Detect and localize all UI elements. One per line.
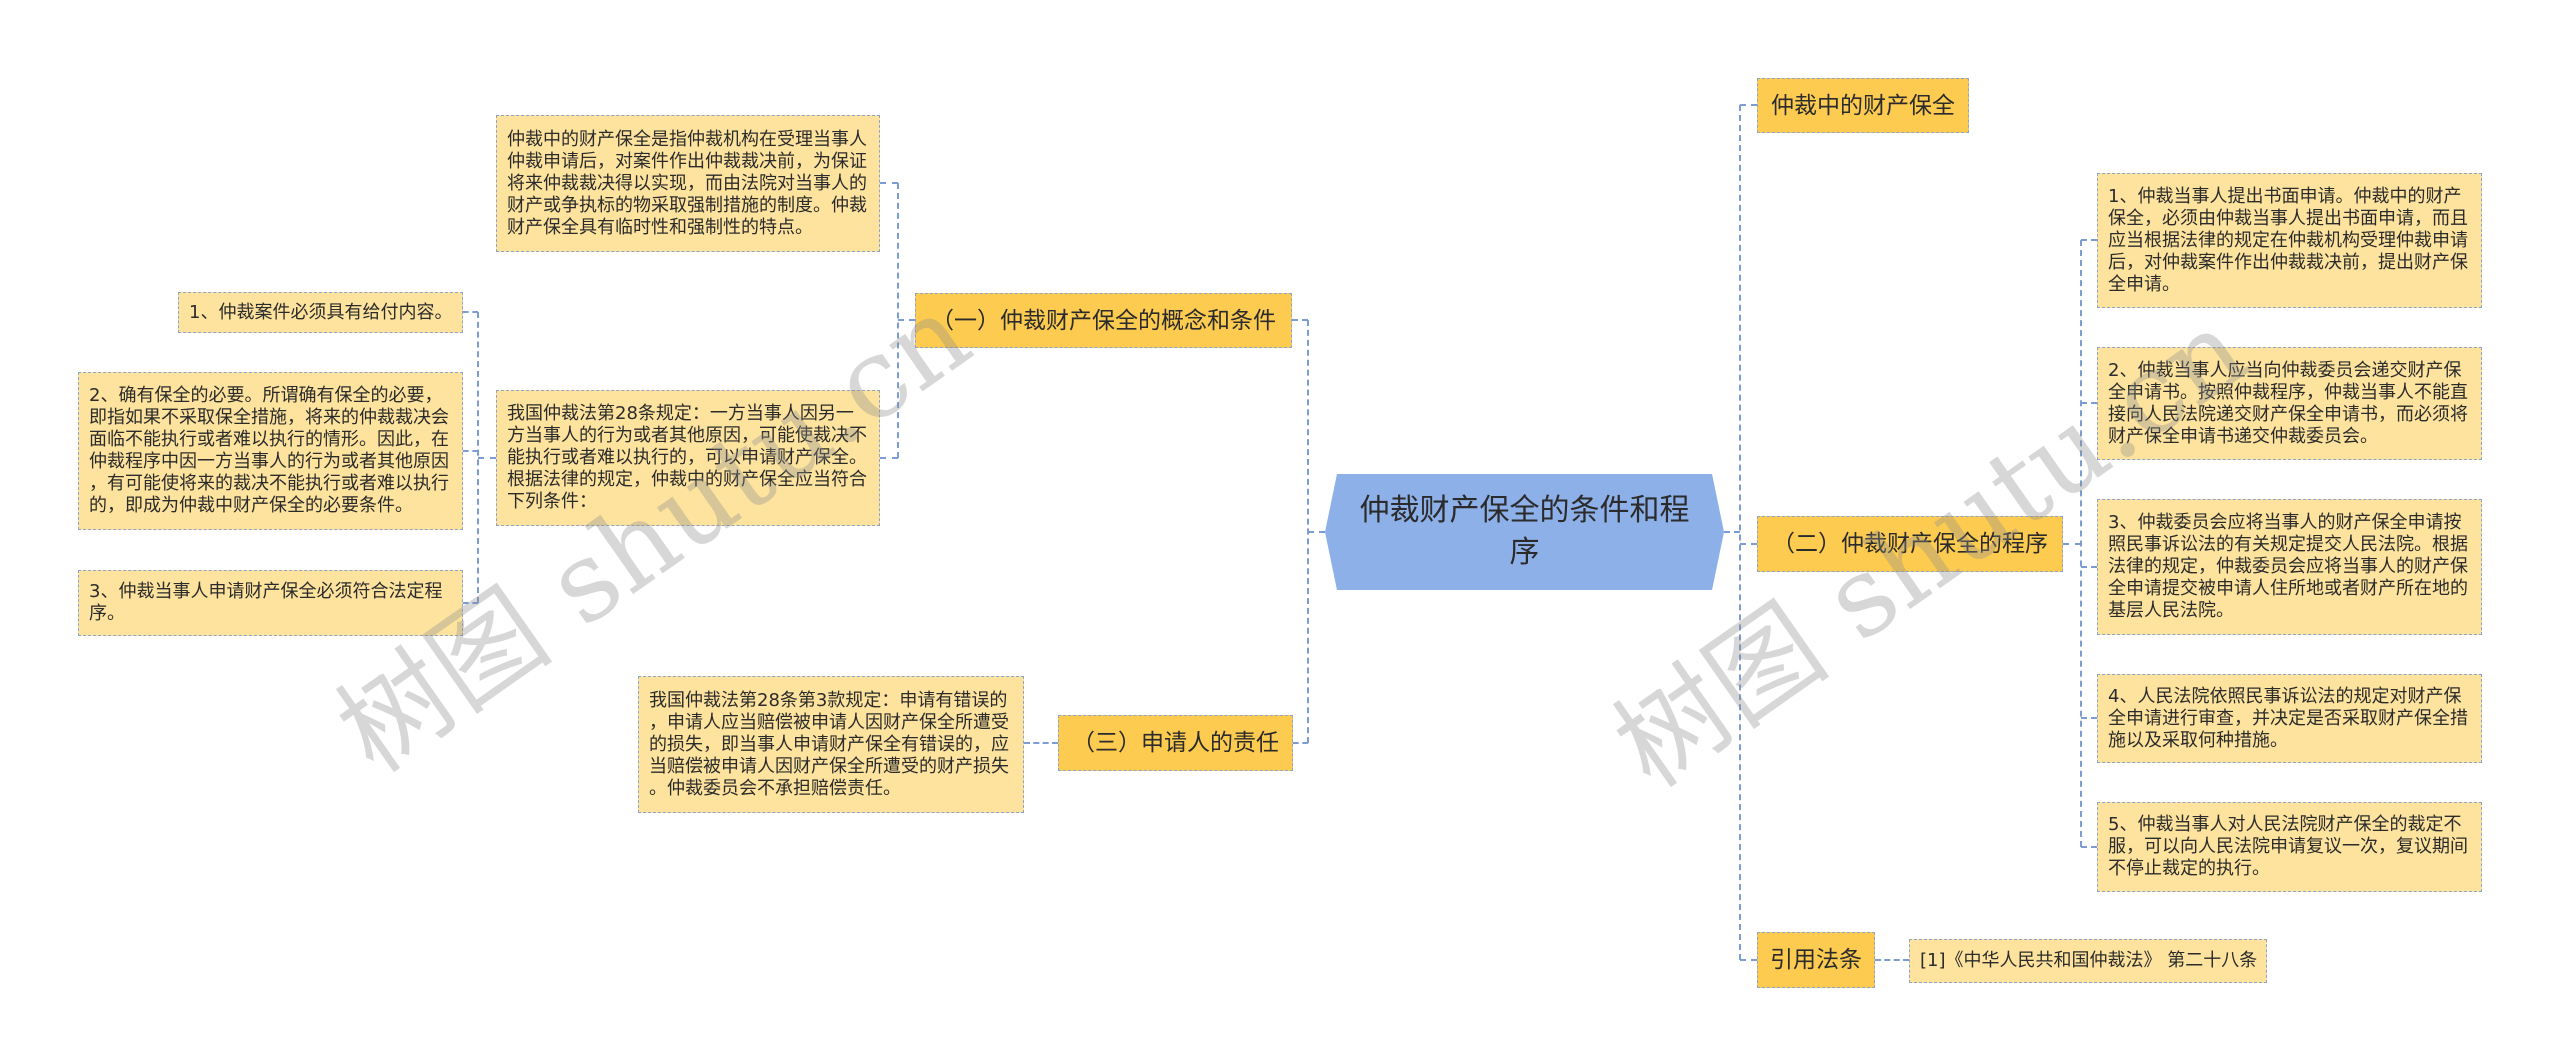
connector-line [1292,319,1308,321]
connector-line [1308,531,1325,533]
connector-line [2080,240,2082,847]
leaf-text: 2、确有保全的必要。所谓确有保全的必要， 即指如果不采取保全措施，将来的仲裁裁决… [89,385,449,516]
topic-label: （一）仲裁财产保全的概念和条件 [931,307,1276,334]
connector-line [463,602,478,604]
leaf-text: 仲裁中的财产保全是指仲裁机构在受理当事人 仲裁申请后，对案件作出仲裁裁决前，为保… [507,128,867,238]
topic-label: 仲裁中的财产保全 [1771,92,1955,119]
leaf-text: 2、仲裁当事人应当向仲裁委员会递交财产保 全申请书。按照仲裁程序，仲裁当事人不能… [2108,359,2468,447]
root-node: 仲裁财产保全的条件和程 序 [1325,474,1724,590]
connector-line [1024,742,1058,744]
leaf-cited-law-1: [1]《中华人民共和国仲裁法》 第二十八条 [1909,939,2267,983]
leaf-condition-2: 2、确有保全的必要。所谓确有保全的必要， 即指如果不采取保全措施，将来的仲裁裁决… [78,372,463,530]
connector-line [1739,105,1741,960]
topic-label: （三）申请人的责任 [1072,730,1279,756]
root-title: 仲裁财产保全的条件和程 序 [1359,493,1690,570]
connector-line [2081,402,2097,404]
leaf-text: 3、仲裁委员会应将当事人的财产保全申请按 照民事诉讼法的有关规定提交人民法院。根… [2108,512,2468,621]
connector-line [1293,742,1308,744]
topic-procedure: （二）仲裁财产保全的程序 [1757,516,2063,572]
leaf-procedure-step-1: 1、仲裁当事人提出书面申请。仲裁中的财产 保全，必须由仲裁当事人提出书面申请，而… [2097,173,2482,308]
topic-property-preservation: 仲裁中的财产保全 [1757,78,1969,133]
leaf-text: 1、仲裁当事人提出书面申请。仲裁中的财产 保全，必须由仲裁当事人提出书面申请，而… [2108,185,2468,295]
leaf-condition-1: 1、仲裁案件必须具有给付内容。 [178,292,463,333]
leaf-procedure-step-2: 2、仲裁当事人应当向仲裁委员会递交财产保 全申请书。按照仲裁程序，仲裁当事人不能… [2097,347,2482,460]
leaf-condition-3: 3、仲裁当事人申请财产保全必须符合法定程 序。 [78,570,463,636]
connector-line [463,311,478,313]
connector-line [478,457,496,459]
connector-line [1875,959,1909,961]
leaf-text: 4、人民法院依照民事诉讼法的规定对财产保 全申请进行审查，并决定是否采取财产保全… [2108,685,2468,751]
leaf-text: 1、仲裁案件必须具有给付内容。 [189,301,453,323]
leaf-article-28: 我国仲裁法第28条规定：一方当事人因另一 方当事人的行为或者其他原因，可能使裁决… [496,390,880,526]
leaf-procedure-step-4: 4、人民法院依照民事诉讼法的规定对财产保 全申请进行审查，并决定是否采取财产保全… [2097,674,2482,763]
connector-line [1740,543,1757,545]
connector-line [880,457,898,459]
topic-applicant-liability: （三）申请人的责任 [1058,715,1293,771]
connector-line [2063,543,2081,545]
topic-concept-and-conditions: （一）仲裁财产保全的概念和条件 [915,293,1292,348]
leaf-text: [1]《中华人民共和国仲裁法》 第二十八条 [1920,950,2258,971]
leaf-text: 我国仲裁法第28条第3款规定：申请有错误的 ，申请人应当赔偿被申请人因财产保全所… [649,689,1009,799]
topic-label: （二）仲裁财产保全的程序 [1772,531,2048,557]
connector-line [1740,959,1757,961]
leaf-procedure-step-3: 3、仲裁委员会应将当事人的财产保全申请按 照民事诉讼法的有关规定提交人民法院。根… [2097,499,2482,635]
topic-label: 引用法条 [1770,947,1862,973]
connector-line [2081,239,2097,241]
connector-line [2081,717,2097,719]
connector-line [898,319,915,321]
leaf-text: 3、仲裁当事人申请财产保全必须符合法定程 序。 [89,581,443,624]
leaf-procedure-step-5: 5、仲裁当事人对人民法院财产保全的裁定不 服，可以向人民法院申请复议一次，复议期… [2097,802,2482,892]
connector-line [463,450,478,452]
connector-line [1724,531,1740,533]
leaf-liability-detail: 我国仲裁法第28条第3款规定：申请有错误的 ，申请人应当赔偿被申请人因财产保全所… [638,676,1024,813]
connector-line [1740,104,1757,106]
leaf-text: 5、仲裁当事人对人民法院财产保全的裁定不 服，可以向人民法院申请复议一次，复议期… [2108,814,2468,879]
topic-cited-law: 引用法条 [1757,932,1875,988]
leaf-text: 我国仲裁法第28条规定：一方当事人因另一 方当事人的行为或者其他原因，可能使裁决… [507,403,867,512]
connector-line [880,182,898,184]
connector-line [2081,566,2097,568]
leaf-definition: 仲裁中的财产保全是指仲裁机构在受理当事人 仲裁申请后，对案件作出仲裁裁决前，为保… [496,115,880,252]
connector-line [2081,846,2097,848]
